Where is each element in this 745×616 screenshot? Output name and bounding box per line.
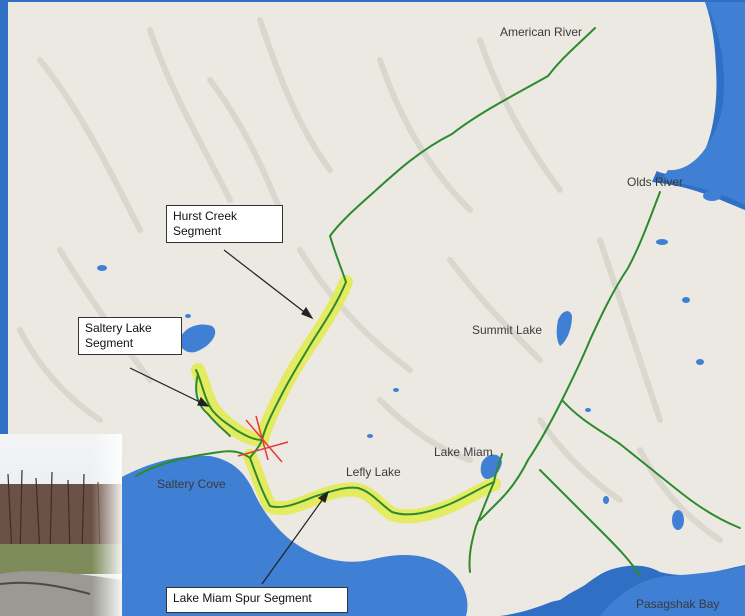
small-lake-9 — [367, 434, 373, 438]
label-summit-lake: Summit Lake — [472, 323, 542, 337]
callout-saltery-lake-line1: Saltery Lake — [85, 321, 152, 335]
olds-branch-trail — [561, 399, 741, 529]
callout-hurst-creek: Hurst Creek Segment — [166, 205, 283, 243]
photo-image — [0, 434, 122, 616]
northeast-water — [662, 2, 745, 205]
small-lake-4 — [696, 359, 704, 365]
small-lake-3 — [682, 297, 690, 303]
summit-lake-water — [556, 311, 572, 346]
saltery-lake-trail — [195, 369, 263, 459]
land-main — [8, 2, 745, 616]
terrain-shading — [17, 17, 723, 543]
callout-lake-miam-spur-line1: Lake Miam Spur Segment — [173, 591, 312, 605]
callout-saltery-lake: Saltery Lake Segment — [78, 317, 182, 355]
trails — [135, 27, 741, 577]
hurst-creek-trail — [261, 27, 596, 441]
saltery-lake-trail-2 — [195, 373, 231, 437]
callout-lake-miam-spur: Lake Miam Spur Segment — [166, 587, 348, 613]
lake-miam-spur-trail — [249, 457, 495, 516]
callout-hurst-creek-line2: Segment — [173, 224, 222, 238]
label-american-river: American River — [500, 25, 582, 39]
callout-leaders — [129, 249, 330, 585]
callout-saltery-lake-line2: Segment — [85, 336, 134, 350]
small-lake-6 — [585, 408, 591, 412]
saltery-lake — [179, 324, 216, 353]
label-lefly-lake: Lefly Lake — [346, 465, 401, 479]
olds-river-trail — [479, 191, 661, 521]
olds-lake-2 — [656, 239, 668, 245]
lakes — [97, 191, 721, 530]
small-lake-1 — [97, 265, 107, 271]
miam-to-pasagshak-trail — [468, 453, 503, 573]
small-lake-2 — [185, 314, 191, 318]
small-lake-8 — [603, 496, 609, 504]
callout-hurst-creek-line1: Hurst Creek — [173, 209, 238, 223]
pasagshak-water — [600, 566, 745, 616]
cove-trail — [135, 450, 251, 477]
small-lake-7 — [672, 510, 684, 530]
label-lake-miam: Lake Miam — [434, 445, 493, 459]
junction-marker — [237, 415, 289, 463]
olds-lake-1 — [703, 191, 721, 201]
photo-inset — [0, 434, 122, 616]
label-saltery-cove: Saltery Cove — [157, 477, 226, 491]
bay-water — [120, 455, 468, 616]
small-lake-5 — [393, 388, 399, 392]
southern-trail — [539, 469, 641, 577]
label-pasagshak-bay: Pasagshak Bay — [636, 597, 719, 611]
label-olds-river: Olds River — [627, 175, 683, 189]
